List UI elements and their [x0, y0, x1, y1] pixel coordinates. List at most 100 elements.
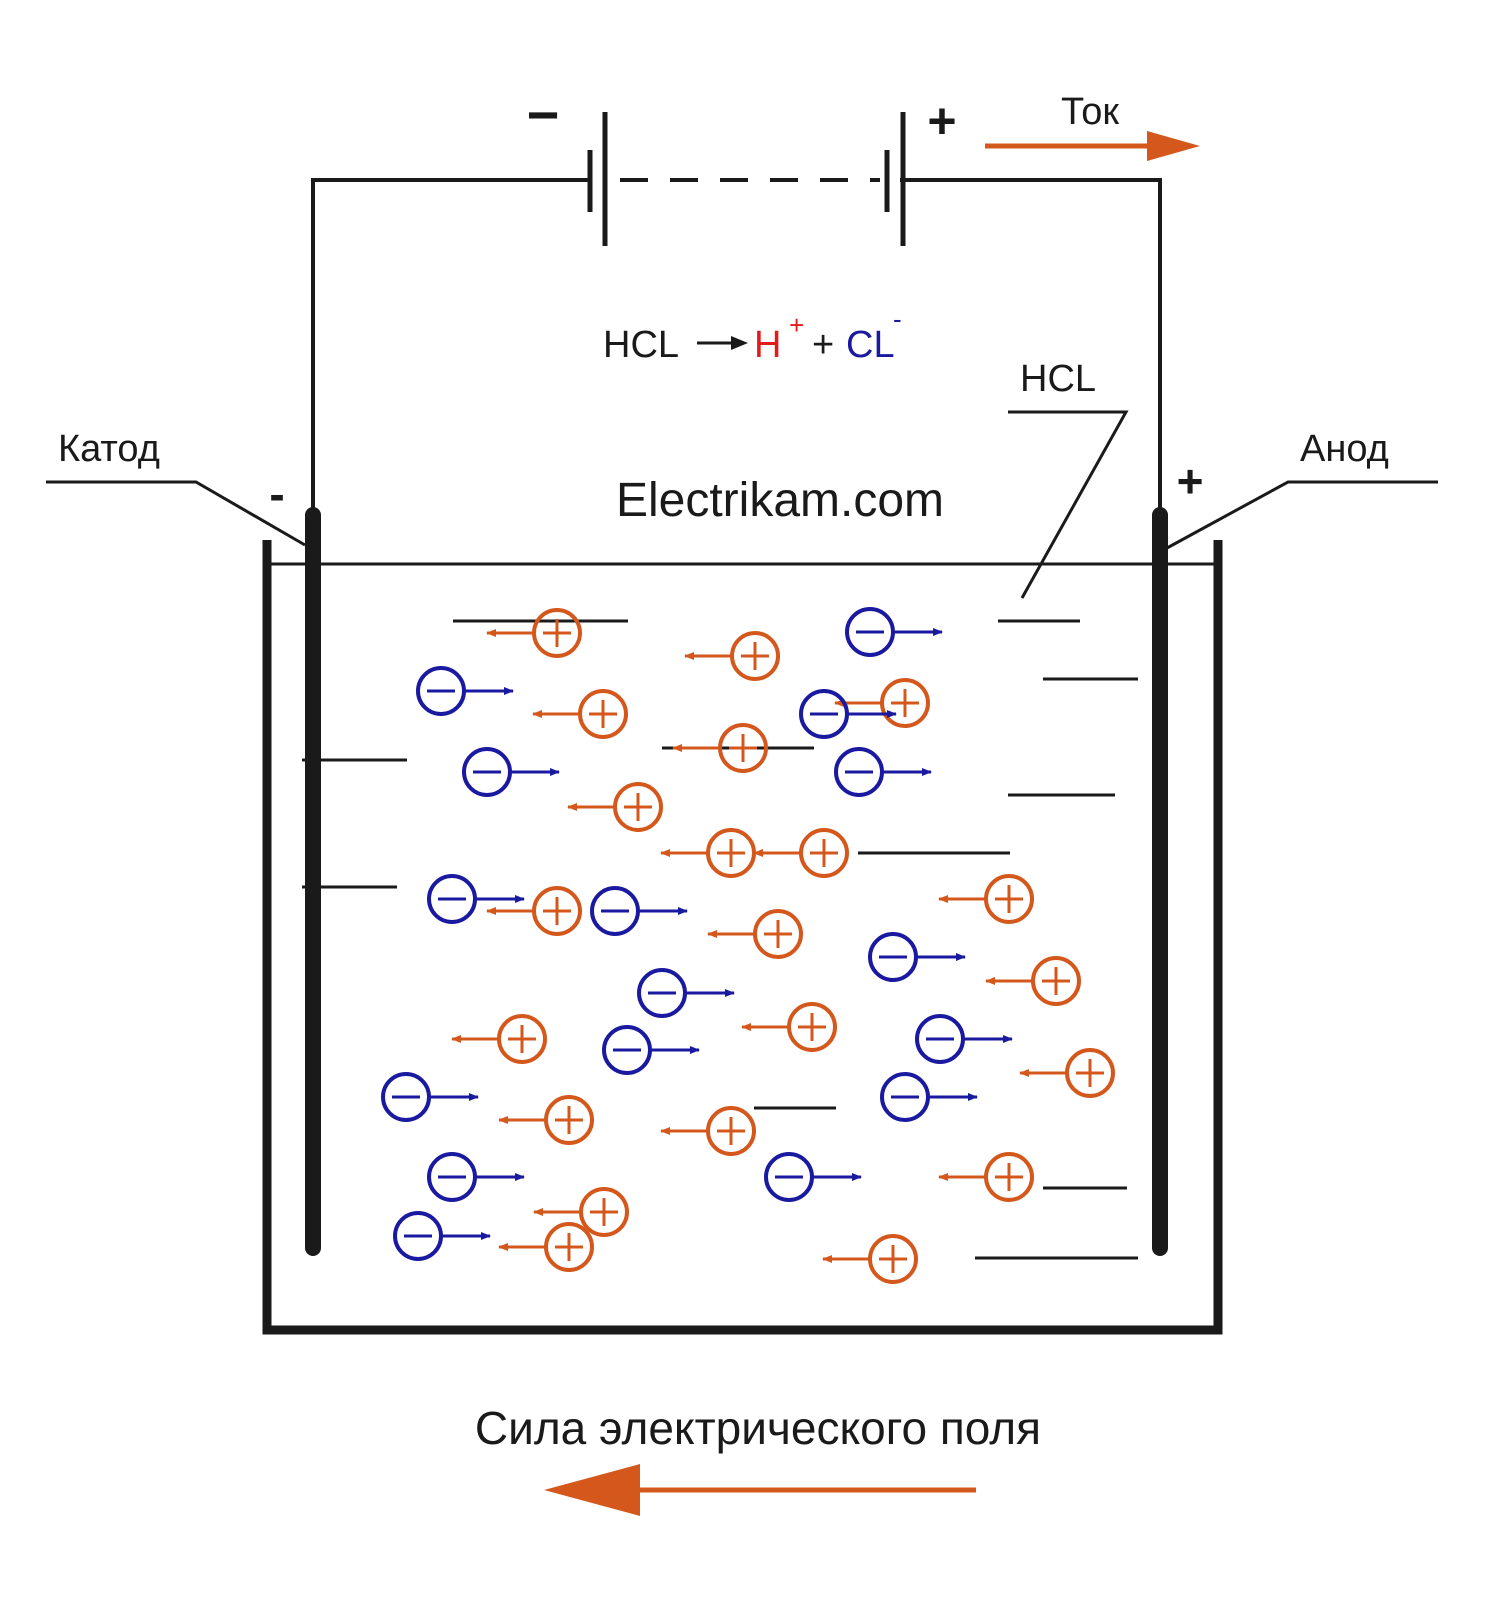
cation-h-plus: [822, 1234, 918, 1284]
anion-cl-minus: [764, 1152, 862, 1202]
cation-h-plus: [660, 828, 756, 878]
battery: [587, 112, 906, 246]
circuit-wire: [311, 178, 1162, 515]
current-arrow: [985, 131, 1200, 161]
anion-cl-minus: [915, 1014, 1013, 1064]
cation-h-plus: [741, 1002, 837, 1052]
minus-circle-icon: [381, 1072, 431, 1122]
electrolyte-label: HCL: [1020, 358, 1096, 400]
cation-h-plus: [938, 1152, 1034, 1202]
reaction-chlorine-charge: -: [893, 304, 902, 334]
minus-circle-icon: [799, 689, 849, 739]
minus-circle-icon: [590, 886, 640, 936]
battery-minus-label: −: [527, 83, 560, 146]
cation-h-plus: [660, 1106, 756, 1156]
plus-circle-icon: [984, 874, 1034, 924]
anion-cl-minus: [462, 747, 560, 797]
reaction-chlorine: CL: [846, 324, 895, 366]
plus-circle-icon: [787, 1002, 837, 1052]
current-label: Ток: [1061, 91, 1119, 133]
minus-circle-icon: [602, 1025, 652, 1075]
minus-circle-icon: [834, 747, 884, 797]
plus-circle-icon: [984, 1152, 1034, 1202]
plus-circle-icon: [718, 723, 768, 773]
minus-circle-icon: [462, 747, 512, 797]
ions-layer: [381, 607, 1115, 1284]
plus-circle-icon: [497, 1014, 547, 1064]
plus-circle-icon: [544, 1095, 594, 1145]
cation-h-plus: [672, 723, 768, 773]
plus-circle-icon: [706, 1106, 756, 1156]
cathode-pointer: [46, 480, 306, 547]
plus-circle-icon: [880, 678, 930, 728]
plus-circle-icon: [532, 886, 582, 936]
watermark: Electrikam.com: [616, 474, 944, 527]
cation-h-plus: [707, 909, 803, 959]
minus-circle-icon: [393, 1211, 443, 1261]
liquid-texture: [302, 619, 1138, 1260]
cation-h-plus: [938, 874, 1034, 924]
minus-circle-icon: [764, 1152, 814, 1202]
electrolyte-pointer: [1008, 410, 1129, 599]
minus-circle-icon: [868, 932, 918, 982]
reaction-plus: +: [812, 324, 834, 366]
plus-circle-icon: [706, 828, 756, 878]
anode-sign: +: [1177, 455, 1204, 507]
field-force-arrow: [544, 1464, 976, 1516]
cation-h-plus: [486, 886, 582, 936]
reaction-hydrogen: H: [754, 324, 781, 366]
minus-circle-icon: [637, 968, 687, 1018]
anion-cl-minus: [602, 1025, 700, 1075]
anion-cl-minus: [416, 666, 514, 716]
cathode-label: Катод: [58, 428, 160, 470]
vessel: [262, 540, 1223, 1335]
plus-circle-icon: [1065, 1048, 1115, 1098]
plus-circle-icon: [799, 828, 849, 878]
cation-h-plus: [684, 631, 780, 681]
anion-cl-minus: [637, 968, 735, 1018]
reaction-equation: HCL H + + CL -: [603, 304, 902, 366]
reaction-left: HCL: [603, 324, 679, 366]
minus-circle-icon: [427, 1152, 477, 1202]
anode-pointer: [1166, 480, 1438, 550]
plus-circle-icon: [868, 1234, 918, 1284]
reaction-hydrogen-charge: +: [789, 310, 804, 340]
anode-label: Анод: [1300, 428, 1389, 470]
plus-circle-icon: [578, 689, 628, 739]
plus-circle-icon: [753, 909, 803, 959]
cation-h-plus: [532, 689, 628, 739]
anion-cl-minus: [427, 1152, 525, 1202]
minus-circle-icon: [880, 1072, 930, 1122]
anion-cl-minus: [880, 1072, 978, 1122]
anion-cl-minus: [799, 689, 897, 739]
plus-circle-icon: [1031, 956, 1081, 1006]
cation-h-plus: [1019, 1048, 1115, 1098]
cation-h-plus: [486, 608, 582, 658]
battery-plus-label: +: [927, 93, 956, 149]
anion-cl-minus: [845, 607, 943, 657]
cation-h-plus: [985, 956, 1081, 1006]
cation-h-plus: [834, 678, 930, 728]
anion-cl-minus: [868, 932, 966, 982]
cation-h-plus: [498, 1222, 594, 1272]
cation-h-plus: [753, 828, 849, 878]
minus-circle-icon: [427, 874, 477, 924]
field-force-label: Сила электрического поля: [475, 1402, 1041, 1454]
minus-circle-icon: [845, 607, 895, 657]
plus-circle-icon: [579, 1187, 629, 1237]
plus-circle-icon: [544, 1222, 594, 1272]
anion-cl-minus: [381, 1072, 479, 1122]
cation-h-plus: [451, 1014, 547, 1064]
plus-circle-icon: [532, 608, 582, 658]
anion-cl-minus: [834, 747, 932, 797]
anion-cl-minus: [590, 886, 688, 936]
cation-h-plus: [498, 1095, 594, 1145]
anion-cl-minus: [393, 1211, 491, 1261]
cation-h-plus: [567, 782, 663, 832]
plus-circle-icon: [613, 782, 663, 832]
anion-cl-minus: [427, 874, 525, 924]
cation-h-plus: [533, 1187, 629, 1237]
plus-circle-icon: [730, 631, 780, 681]
cathode-sign: -: [269, 468, 284, 520]
